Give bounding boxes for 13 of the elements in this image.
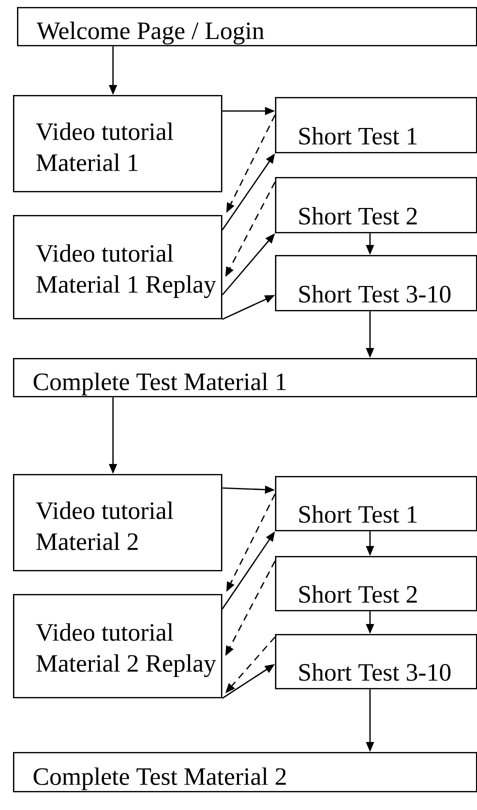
tutorial-box: Video tutorial Material 1 Replay: [13, 215, 222, 320]
tutorial-box: Video tutorial Material 2: [13, 474, 222, 572]
test-box: Short Test 3-10: [275, 634, 477, 690]
step-box: Welcome Page / Login: [17, 7, 477, 46]
step-box: Complete Test Material 2: [13, 752, 477, 792]
tutorial-box: Video tutorial Material 2 Replay: [13, 594, 222, 698]
test-box: Short Test 3-10: [275, 255, 477, 312]
test-box: Short Test 1: [275, 97, 477, 154]
step-box: Complete Test Material 1: [13, 358, 477, 398]
test-box: Short Test 2: [275, 556, 477, 612]
test-box: Short Test 1: [275, 476, 477, 532]
tutorial-box: Video tutorial Material 1: [13, 95, 222, 192]
test-box: Short Test 2: [275, 177, 477, 234]
